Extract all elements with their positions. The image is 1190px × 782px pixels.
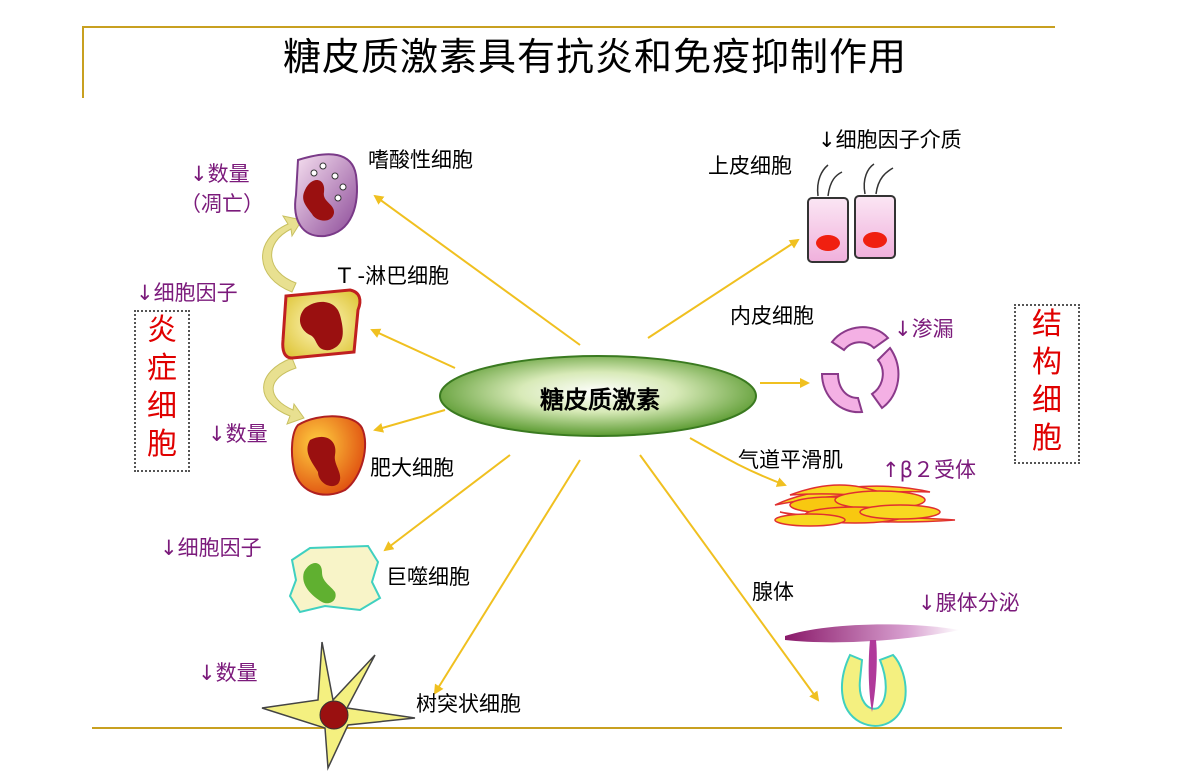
dendritic-cell-effect: ↓数量 <box>198 661 258 685</box>
slide-title: 糖皮质激素具有抗炎和免疫抑制作用 <box>282 35 907 79</box>
macrophage-cell-image <box>288 544 382 614</box>
gland-image <box>785 624 960 727</box>
eosinophil-effect-count: ↓数量 <box>190 162 250 186</box>
center-label: 糖皮质激素 <box>540 386 660 414</box>
eosinophil-cell-image <box>294 153 358 238</box>
t-lymphocyte-cell-image <box>281 288 362 360</box>
arrow-to-smooth-muscle <box>689 437 787 487</box>
gland-effect: ↓腺体分泌 <box>918 591 1020 615</box>
dendritic-cell-image <box>261 641 416 771</box>
gland-label: 腺体 <box>752 580 794 604</box>
t-lymphocyte-label: T -淋巴细胞 <box>338 264 450 288</box>
endothelial-effect: ↓渗漏 <box>894 317 954 341</box>
smooth-muscle-effect: ↑β２受体 <box>882 458 976 482</box>
epithelial-label: 上皮细胞 <box>708 154 792 178</box>
macrophage-effect: ↓细胞因子 <box>160 536 262 560</box>
arrow-to-dendritic-cell <box>433 459 581 695</box>
frame-bottom-line <box>92 727 1062 729</box>
center-ellipse <box>439 355 757 437</box>
endothelial-label: 内皮细胞 <box>730 304 814 328</box>
eosinophil-effect-apoptosis: （凋亡） <box>180 192 264 216</box>
epithelial-effect: ↓细胞因子介质 <box>818 128 962 152</box>
frame-left-line <box>82 26 84 98</box>
arrows <box>370 194 820 702</box>
endothelial-cells-image <box>820 326 900 414</box>
mast-cell-image <box>290 415 367 496</box>
structural-cells-label-box: 结 构 细 胞 <box>1014 304 1080 464</box>
arrow-to-gland <box>639 454 820 702</box>
inflammatory-cells-label: 炎 症 细 胞 <box>147 313 177 462</box>
frame-top-line <box>83 26 1055 28</box>
mast-cell-effect: ↓数量 <box>208 422 268 446</box>
inflammatory-cells-label-box: 炎 症 细 胞 <box>134 310 190 472</box>
smooth-muscle-label: 气道平滑肌 <box>738 448 843 472</box>
eosinophil-label: 嗜酸性细胞 <box>368 148 473 172</box>
smooth-muscle-image <box>774 484 956 527</box>
arrow-to-t-lymphocyte <box>370 328 456 369</box>
epithelial-cells-image <box>807 163 896 263</box>
mast-cell-label: 肥大细胞 <box>370 456 454 480</box>
t-lymphocyte-effect: ↓细胞因子 <box>136 281 238 305</box>
arrow-to-eosinophil <box>373 194 581 346</box>
arrow-to-epithelial <box>647 238 800 339</box>
structural-cells-label: 结 构 细 胞 <box>1032 307 1062 456</box>
macrophage-label: 巨噬细胞 <box>386 565 470 589</box>
dendritic-cell-label: 树突状细胞 <box>416 692 521 716</box>
arrow-to-macrophage <box>383 454 511 552</box>
arrow-to-mast-cell <box>373 409 446 433</box>
